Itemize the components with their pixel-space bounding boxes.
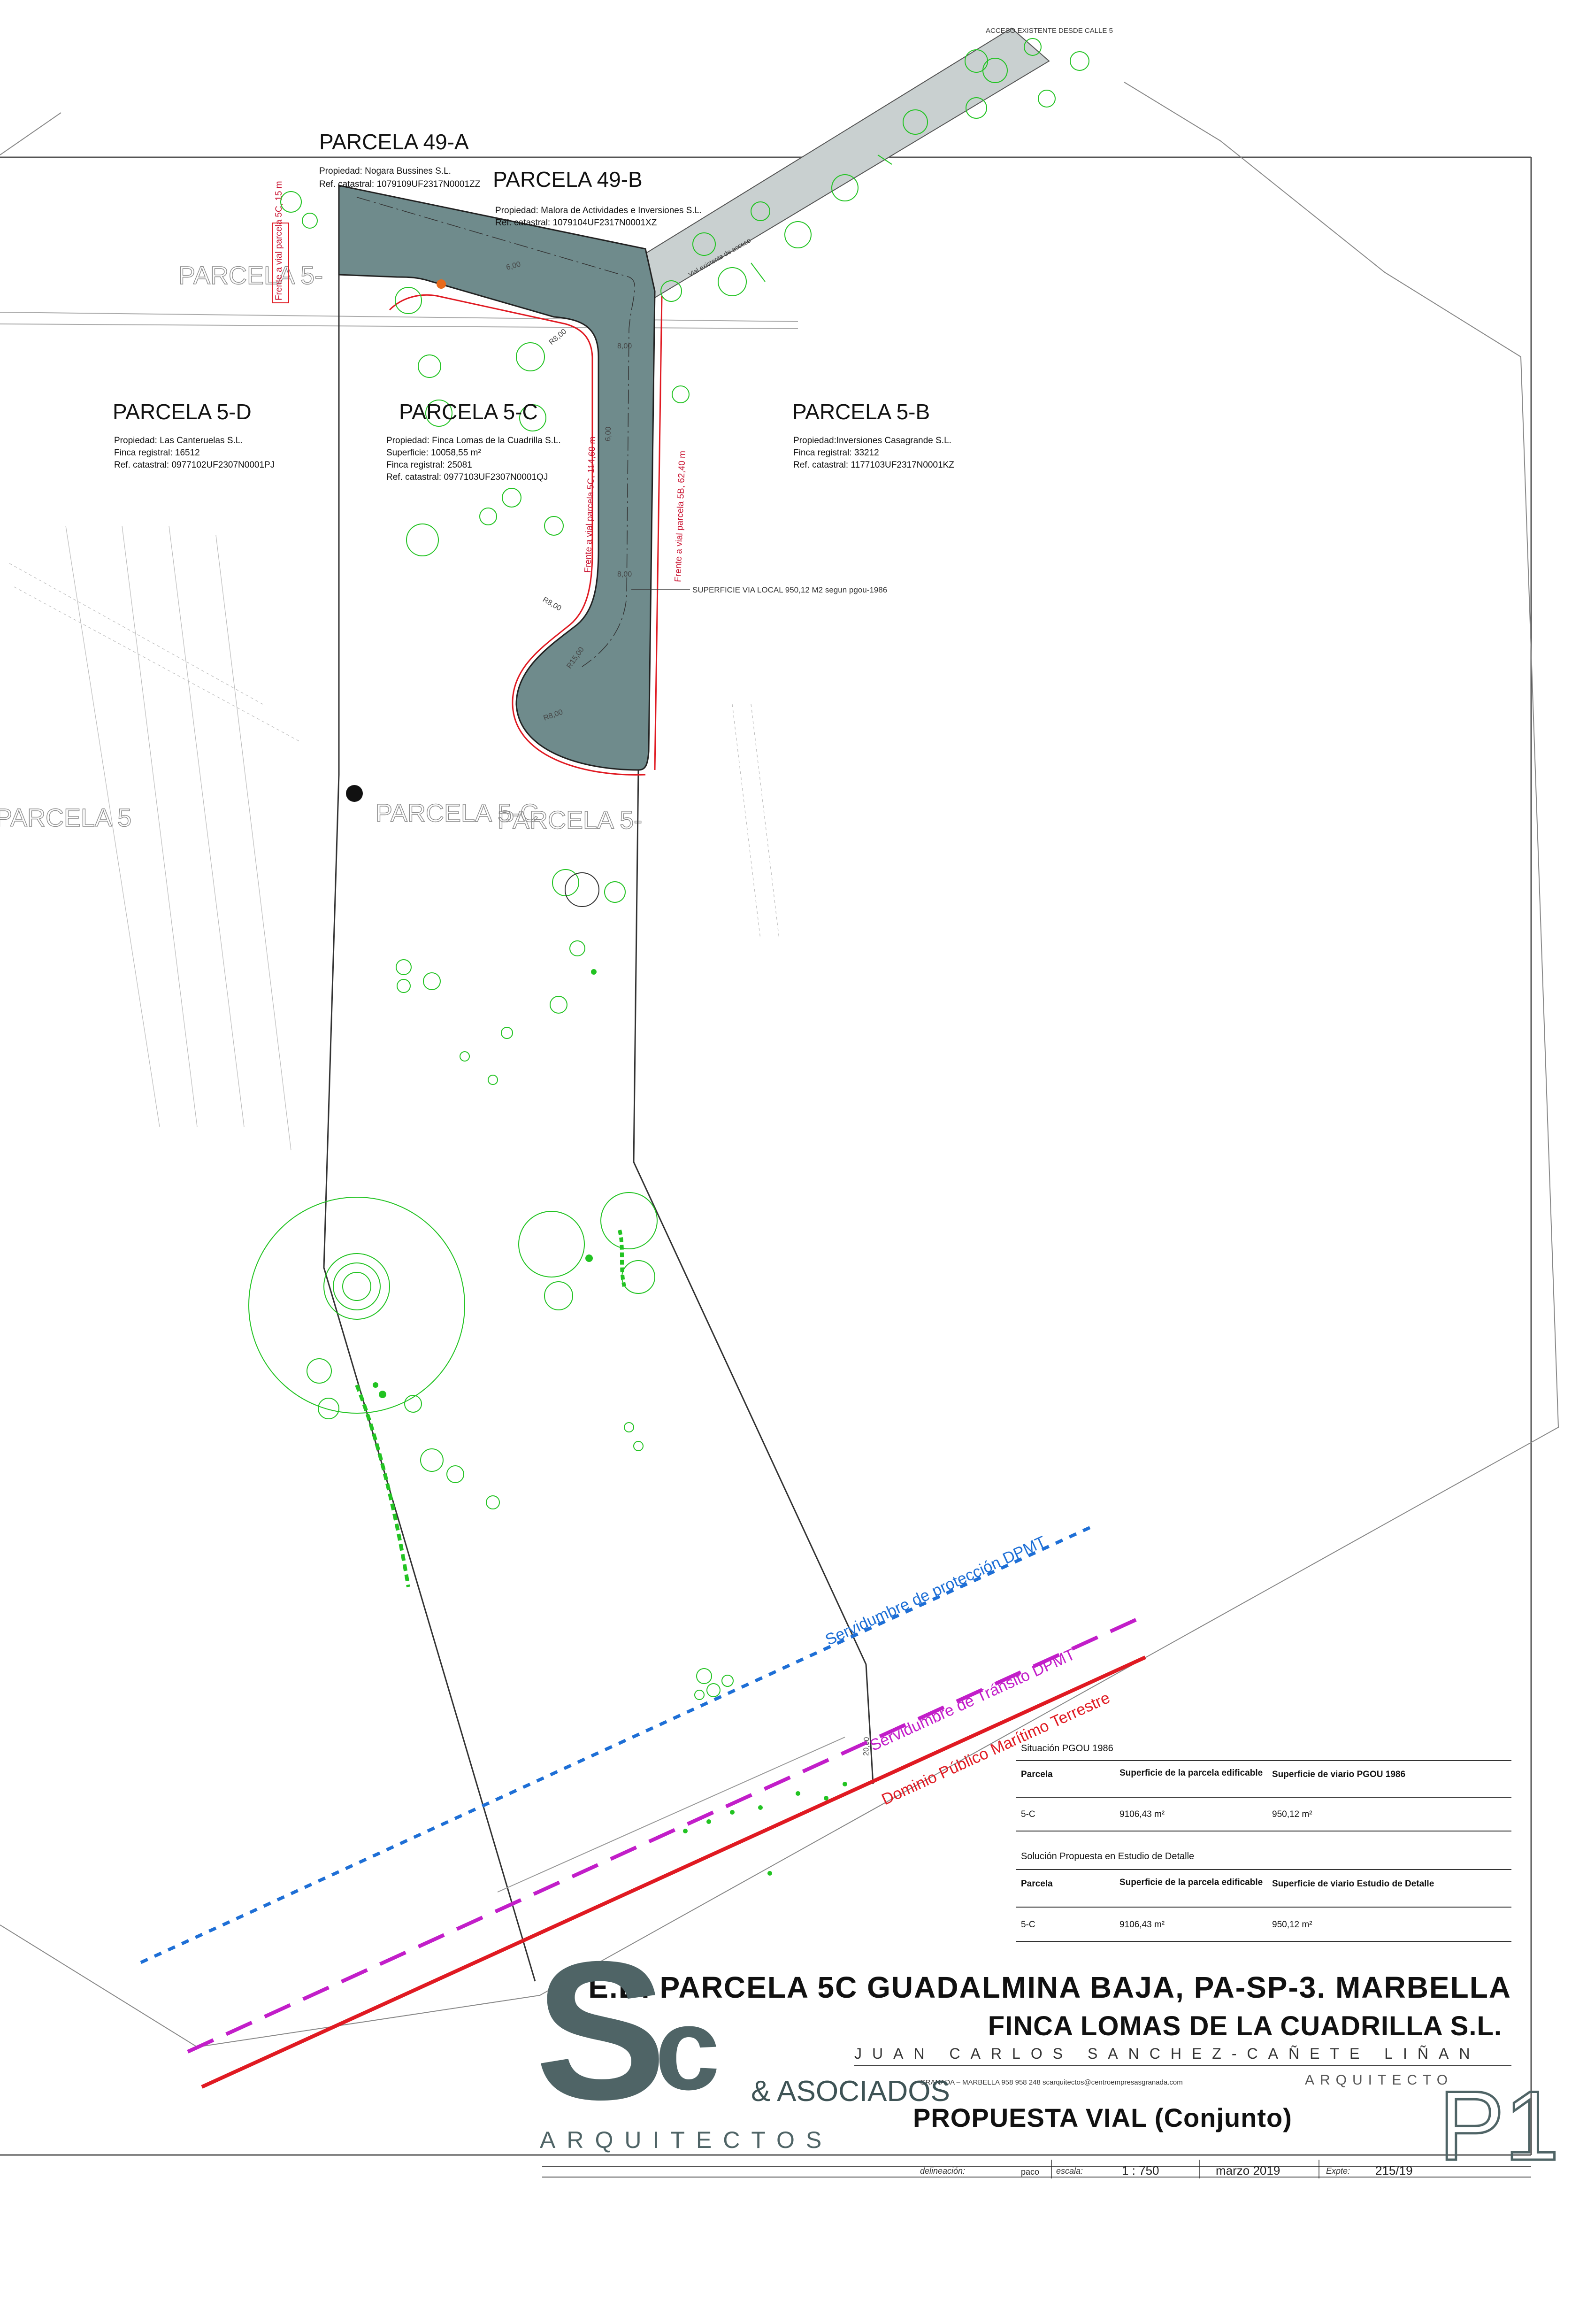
table-pgou-1986: Situación PGOU 1986 Parcela Superficie d… bbox=[1016, 1743, 1511, 1831]
dimension-label: 8,00 bbox=[617, 342, 632, 350]
parcel-name: PARCELA 5-B bbox=[792, 400, 930, 424]
road-edge-red bbox=[389, 294, 663, 776]
proposed-road bbox=[338, 185, 656, 771]
parcel-5b: PARCELA 5-B Propiedad:Inversiones Casagr… bbox=[792, 400, 954, 470]
vegetation bbox=[248, 38, 1089, 1700]
parcel-owner: Propiedad:Inversiones Casagrande S.L. bbox=[793, 436, 951, 446]
marker-dot bbox=[437, 279, 446, 289]
parcel-registry: Finca registral: 33212 bbox=[793, 448, 879, 458]
office-contact: GRANADA – MARBELLA 958 958 248 scarquite… bbox=[920, 2078, 1183, 2086]
table-cell: 9106,43 m² bbox=[1119, 1809, 1165, 1819]
meta-label: Expte: bbox=[1326, 2166, 1350, 2176]
project-title: E.D. PARCELA 5C GUADALMINA BAJA, PA-SP-3… bbox=[588, 1970, 1511, 2004]
dark-plant-symbol bbox=[346, 785, 363, 802]
table-header: Superficie de la parcela edificable bbox=[1119, 1768, 1263, 1778]
survey-boundary bbox=[0, 82, 1559, 2048]
table-cell: 950,12 m² bbox=[1272, 1809, 1312, 1819]
dpmt-transit-label: Servidumbre de Tránsito DPMT bbox=[867, 1646, 1078, 1755]
highlighted-plants bbox=[373, 969, 847, 1876]
parcel-name: PARCELA 49-A bbox=[319, 130, 469, 154]
logo-arquitectos: ARQUITECTOS bbox=[540, 2127, 833, 2153]
dimension-label: R8,00 bbox=[548, 328, 568, 347]
parcel-name: PARCELA 5-D bbox=[113, 400, 252, 424]
meta-value: marzo 2019 bbox=[1216, 2163, 1280, 2178]
dimension-label: 6,00 bbox=[604, 426, 613, 441]
front-5c-label: Frente a vial parcela 5C, 114,60 m bbox=[583, 437, 598, 573]
ghost-label: PARCELA 5-C bbox=[376, 799, 538, 827]
ghost-label: PARCELA 5- bbox=[498, 806, 642, 834]
dark-plant-symbol bbox=[565, 872, 599, 907]
road-dimensions: 8,00 6,00 6,00 8,00 R8,00 R15,00 R8,00 R… bbox=[506, 260, 871, 1756]
parcel-ref: Ref. catastral: 0977102UF2307N0001PJ bbox=[114, 460, 275, 470]
parcel-ref: Ref. catastral: 1177103UF2317N0001KZ bbox=[793, 460, 954, 470]
logo-asociados: & ASOCIADOS bbox=[751, 2075, 950, 2108]
dpmt-protection-label: Servidumbre de protección DPMT bbox=[823, 1533, 1049, 1649]
meta-label: delineación: bbox=[920, 2166, 965, 2176]
shore-line bbox=[497, 1737, 845, 1893]
front-5b-label: Frente a vial parcela 5B, 62,40 m bbox=[673, 451, 688, 582]
table-header: Superficie de viario Estudio de Detalle bbox=[1272, 1879, 1434, 1889]
meta-value: paco bbox=[1021, 2167, 1039, 2177]
meta-value: 215/19 bbox=[1375, 2163, 1413, 2178]
parcel-surface: Superficie: 10058,55 m² bbox=[386, 448, 481, 458]
parcel-5d: PARCELA 5-D Propiedad: Las Canteruelas S… bbox=[113, 400, 275, 470]
front-49a-label: Frente a vial parcela 5C, 15 m bbox=[274, 181, 284, 300]
table-caption: Solución Propuesta en Estudio de Detalle bbox=[1021, 1851, 1194, 1862]
ghost-background: PARCELA 5- PARCELA 5 PARCELA 5-C PARCELA… bbox=[0, 261, 780, 1151]
parcel-registry: Finca registral: 25081 bbox=[386, 460, 472, 470]
table-header: Parcela bbox=[1021, 1770, 1053, 1779]
dimension-label: 8,00 bbox=[617, 570, 632, 578]
logo-mark: c bbox=[655, 1983, 720, 2114]
table-caption: Situación PGOU 1986 bbox=[1021, 1743, 1113, 1754]
ghost-label: PARCELA 5- bbox=[178, 262, 323, 290]
parcel-name: PARCELA 49-B bbox=[493, 167, 643, 192]
parcel-owner: Propiedad: Las Canteruelas S.L. bbox=[114, 436, 243, 446]
logo-mark: S bbox=[535, 1921, 667, 2141]
architect-title: ARQUITECTO bbox=[1305, 2072, 1453, 2088]
parcel-owner: Propiedad: Malora de Actividades e Inver… bbox=[495, 206, 702, 215]
table-cell: 9106,43 m² bbox=[1119, 1920, 1165, 1930]
parcel-ref: Ref. catastral: 1079104UF2317N0001XZ bbox=[495, 218, 657, 228]
table-header: Superficie de la parcela edificable bbox=[1119, 1878, 1263, 1887]
dpmt-protection-line bbox=[140, 1524, 1095, 1964]
access-label: ACCESO EXISTENTE DESDE CALLE 5 bbox=[986, 27, 1113, 35]
table-header: Superficie de viario PGOU 1986 bbox=[1272, 1770, 1405, 1779]
road-centerline bbox=[356, 197, 635, 667]
existing-access-road bbox=[644, 27, 1050, 301]
dpmt-transit-line bbox=[187, 1618, 1137, 2054]
table-cell: 5-C bbox=[1021, 1920, 1035, 1930]
parcel-49b: PARCELA 49-B Propiedad: Malora de Activi… bbox=[493, 167, 702, 228]
front-49a-box bbox=[272, 223, 289, 303]
ghost-label: PARCELA 5 bbox=[0, 804, 131, 832]
meta-label: escala: bbox=[1056, 2166, 1083, 2176]
dimension-label: R8,00 bbox=[541, 596, 563, 613]
plan-title: PROPUESTA VIAL (Conjunto) bbox=[913, 2103, 1292, 2132]
drawing-frame bbox=[0, 156, 1532, 2178]
table-header: Parcela bbox=[1021, 1879, 1053, 1889]
architect-name: JUAN CARLOS SANCHEZ-CAÑETE LIÑAN bbox=[854, 2045, 1480, 2062]
meta-value: 1 : 750 bbox=[1122, 2163, 1159, 2178]
table-cell: 5-C bbox=[1021, 1809, 1035, 1819]
parcel-name: PARCELA 5-C bbox=[399, 400, 538, 424]
sc-logo: S c & ASOCIADOS ARQUITECTOS bbox=[535, 1921, 950, 2153]
table-cell: 950,12 m² bbox=[1272, 1920, 1312, 1930]
parcel-ref: Ref. catastral: 0977103UF2307N0001QJ bbox=[386, 472, 548, 482]
parcel-registry: Finca registral: 16512 bbox=[114, 448, 200, 458]
meta-row: delineación: paco escala: 1 : 750 marzo … bbox=[920, 2160, 1413, 2178]
road-surface-label: SUPERFICIE VIA LOCAL 950,12 M2 segun pgo… bbox=[692, 585, 887, 594]
dpmt-public-domain-line bbox=[201, 1655, 1146, 2089]
title-block: E.D. PARCELA 5C GUADALMINA BAJA, PA-SP-3… bbox=[535, 1921, 1560, 2182]
table-estudio-detalle: Solución Propuesta en Estudio de Detalle… bbox=[1016, 1851, 1511, 1942]
parcel-owner: Propiedad: Nogara Bussines S.L. bbox=[319, 166, 451, 176]
parcel-49a: PARCELA 49-A Propiedad: Nogara Bussines … bbox=[319, 130, 481, 189]
parcel-owner: Propiedad: Finca Lomas de la Cuadrilla S… bbox=[386, 436, 561, 446]
sheet-number: P1 bbox=[1439, 2070, 1559, 2181]
parcel-ref: Ref. catastral: 1079109UF2317N0001ZZ bbox=[319, 179, 481, 189]
client-name: FINCA LOMAS DE LA CUADRILLA S.L. bbox=[988, 2011, 1502, 2041]
parcel-5c: PARCELA 5-C Propiedad: Finca Lomas de la… bbox=[386, 400, 561, 482]
